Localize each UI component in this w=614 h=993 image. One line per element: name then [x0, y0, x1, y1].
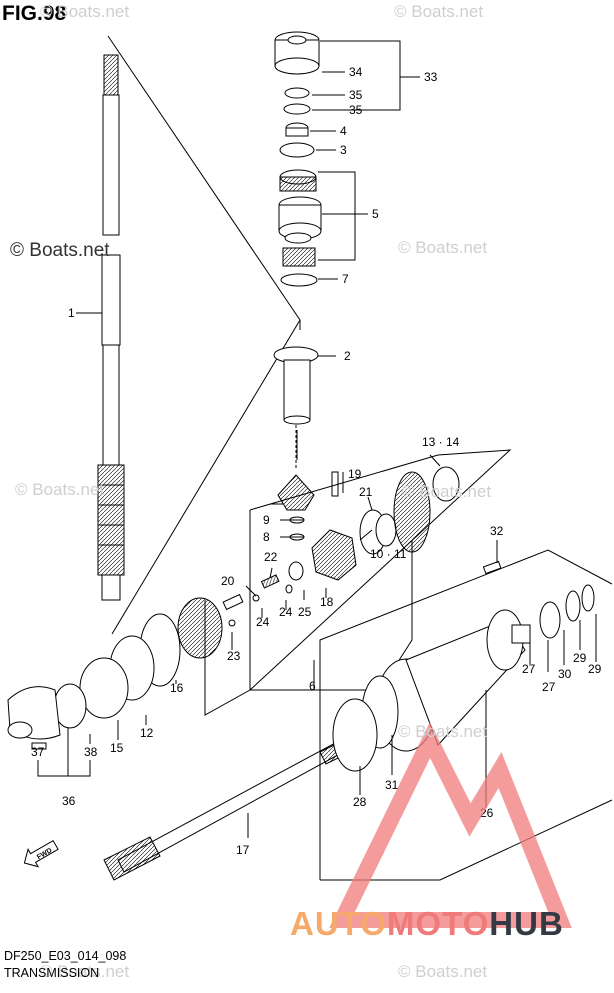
watermark: © Boats.net	[40, 2, 130, 21]
callout-8: 8	[263, 530, 270, 544]
callout-5: 5	[372, 207, 379, 221]
forward-gear	[359, 466, 460, 555]
watermark: © Boats.net	[40, 962, 130, 981]
callout-19: 19	[348, 467, 362, 481]
callout-28: 28	[353, 795, 367, 809]
clutch-dog	[288, 529, 357, 581]
leader-frame-upper	[107, 35, 301, 635]
callout-18: 18	[320, 595, 334, 609]
watermark: © Boats.net	[394, 2, 484, 21]
callout-38: 38	[84, 745, 98, 759]
callout-12: 12	[140, 726, 154, 740]
callout-17: 17	[236, 843, 250, 857]
callout-16: 16	[170, 681, 184, 695]
watermark: © Boats.net	[398, 962, 488, 981]
figure-title: FIG.98	[2, 2, 67, 25]
callout-24b: 24	[279, 605, 293, 619]
callout-24a: 24	[256, 615, 270, 629]
callout-35a: 35	[349, 88, 363, 102]
watermark: © Boats.net	[10, 240, 110, 261]
callout-32: 32	[490, 524, 504, 538]
callout-numbers: 1 2 3 4 5 7 33 34 35 35 6 9 8 19 21 10 ·…	[31, 65, 602, 857]
leader-lines	[37, 312, 597, 838]
watermark: © Boats.net	[398, 238, 488, 257]
callout-13-14: 13 · 14	[422, 435, 460, 449]
bearing-stack	[274, 31, 322, 287]
callout-30: 30	[558, 667, 572, 681]
forward-arrow-icon: FWD	[23, 839, 59, 868]
callout-22: 22	[264, 550, 278, 564]
callout-15: 15	[110, 741, 124, 755]
watermark: © Boats.net	[398, 722, 488, 741]
bearing-housing	[7, 683, 87, 750]
automotohub-logo	[329, 721, 572, 928]
callout-31: 31	[385, 778, 399, 792]
watermark: © Boats.net	[15, 480, 105, 499]
callout-4: 4	[340, 124, 347, 138]
spring-parts	[222, 574, 293, 627]
leader-lines-upper	[310, 40, 420, 280]
reverse-gear	[79, 597, 223, 719]
callout-29a: 29	[573, 651, 587, 665]
callout-27a: 27	[522, 662, 536, 676]
callout-25: 25	[298, 605, 312, 619]
callout-27b: 27	[542, 680, 556, 694]
callout-23: 23	[227, 649, 241, 663]
callout-33: 33	[424, 70, 438, 84]
brand-part1: AUTO	[290, 905, 387, 942]
watermark: © Boats.net	[402, 482, 492, 501]
callout-2: 2	[344, 349, 351, 363]
callout-20: 20	[221, 574, 235, 588]
callout-9: 9	[263, 513, 270, 527]
callout-1: 1	[68, 306, 75, 320]
callout-21: 21	[359, 485, 373, 499]
gear-case-housing	[332, 560, 595, 772]
drive-shaft	[97, 54, 125, 601]
callout-29b: 29	[588, 662, 602, 676]
callout-6: 6	[309, 679, 316, 693]
callout-37: 37	[31, 745, 45, 759]
pinion-gear	[277, 474, 315, 541]
brand-part3: HUB	[489, 905, 564, 942]
callout-36: 36	[62, 794, 76, 808]
figure-caption: TRANSMISSION	[4, 966, 100, 980]
callout-34: 34	[349, 65, 363, 79]
callout-10-11: 10 · 11	[370, 547, 407, 561]
figure-code: DF250_E03_014_098	[4, 949, 127, 963]
callout-7: 7	[342, 272, 349, 286]
callout-35b: 35	[349, 103, 363, 117]
callout-3: 3	[340, 143, 347, 157]
sleeve	[273, 346, 319, 425]
brand-logo-text: AUTOMOTOHUB	[290, 905, 564, 943]
brand-part2: MOTO	[386, 905, 490, 942]
